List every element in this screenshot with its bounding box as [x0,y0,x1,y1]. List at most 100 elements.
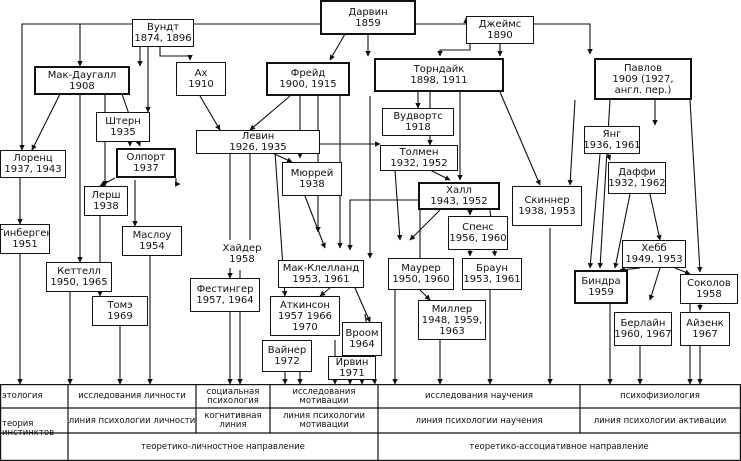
node-hebb: Хебб 1949, 1953 [622,240,686,268]
band-personality: исследования личности [78,391,186,401]
node-cattell-years: 1950, 1965 [50,277,108,288]
node-sokolov-years: 1958 [696,289,722,300]
node-pavlov-name: Павлов [624,62,662,74]
node-stern-name: Штерн [105,116,141,127]
node-tinbergen: Тинберген 1951 [0,224,50,254]
node-bindra: Биндра 1959 [574,270,628,304]
node-thorndike-name: Торндайк [413,64,465,75]
band-learning: исследования научения [425,391,533,401]
node-berlyne-years: 1960, 1967 [614,329,672,340]
node-miller-years2: 1963 [439,325,465,337]
node-mcdougall: Мак-Даугалл 1908 [34,66,130,95]
node-berlyne-name: Берлайн [620,318,666,329]
node-berlyne: Берлайн 1960, 1967 [614,312,672,346]
node-allport-name: Олпорт [126,152,166,163]
node-tinbergen-years: 1951 [12,239,38,250]
node-duffy-years: 1932, 1962 [608,178,666,189]
node-james-name: Джеймс [478,19,522,30]
node-hull-name: Халл [446,185,472,196]
node-duffy: Даффи 1932, 1962 [608,162,666,194]
node-irwin-years: 1971 [339,368,365,379]
node-pavlov-years: 1909 (1927, [612,73,674,85]
node-lorenz-years: 1937, 1943 [4,164,62,175]
band-personality-line: линия психологии личности [68,415,196,426]
node-freud-name: Фрейд [290,68,326,79]
node-irwin: Ирвин 1971 [328,356,376,380]
node-allport: Олпорт 1937 [116,148,176,178]
node-weiner-years: 1972 [274,356,300,367]
node-lorenz-name: Лоренц [13,153,53,164]
node-woodworth-name: Вудвортс [393,111,443,122]
node-allport-years: 1937 [133,163,159,174]
node-darwin-name: Дарвин [348,6,388,18]
node-hull: Халл 1943, 1952 [418,182,500,210]
node-heider-years: 1958 [229,254,255,265]
node-atkinson-years: 1957 1966 [277,310,333,322]
node-irwin-name: Ирвин [335,357,369,368]
node-tolman: Толмен 1932, 1952 [380,145,458,171]
node-weiner-name: Вайнер [267,345,307,356]
node-lersh: Лерш 1938 [84,186,128,216]
node-tolman-years: 1932, 1952 [390,158,448,169]
node-pavlov: Павлов 1909 (1927, англ. пер.) [594,58,692,100]
node-tolman-name: Толмен [399,147,439,158]
node-brown-name: Браун [476,263,508,274]
node-lersh-name: Лерш [91,190,121,201]
node-spence: Спенс 1956, 1960 [448,216,508,250]
node-atkinson: Аткинсон 1957 1966 1970 [270,296,340,336]
node-woodworth-years: 1918 [405,122,431,133]
node-thorndike-years: 1898, 1911 [410,75,468,86]
node-toman: Томэ 1969 [92,296,148,326]
band-motivation-line: линия психологии мотивации [283,411,365,430]
node-darwin: Дарвин 1859 [320,0,416,35]
node-thorndike: Торндайк 1898, 1911 [374,58,504,92]
node-heider: Хайдер 1958 [220,240,264,268]
node-weiner: Вайнер 1972 [262,340,312,372]
node-cattell: Кеттелл 1950, 1965 [46,262,112,292]
node-mowrer: Маурер 1950, 1960 [388,258,454,290]
band-theoretic-personal: теоретико-личностное направление [141,441,305,452]
node-stern-years: 1935 [110,127,136,138]
node-lewin: Левин 1926, 1935 [196,130,320,154]
node-spence-years: 1956, 1960 [449,233,507,244]
node-mcdougall-years: 1908 [69,80,95,92]
node-mcclelland-years: 1953, 1961 [292,274,350,285]
node-woodworth: Вудвортс 1918 [382,108,454,136]
node-mowrer-name: Маурер [401,263,441,274]
node-mowrer-years: 1950, 1960 [392,274,450,285]
node-lewin-years: 1926, 1935 [229,142,287,153]
node-heider-name: Хайдер [222,243,262,254]
node-james: Джеймс 1890 [466,16,534,44]
node-lersh-years: 1938 [93,201,119,212]
node-wundt: Вундт 1874, 1896 [132,19,194,47]
node-lewin-name: Левин [241,131,275,142]
node-skinner: Скиннер 1938, 1953 [512,186,582,226]
node-darwin-years: 1859 [355,17,381,29]
node-eysenck-years: 1967 [692,329,718,340]
node-atkinson-years2: 1970 [292,321,318,333]
node-miller-name: Миллер [431,303,473,315]
node-duffy-name: Даффи [618,167,656,178]
band-learning-line: линия психологии научения [415,415,543,426]
node-vroom-years: 1964 [349,339,375,350]
node-tinbergen-name: Тинберген [1,228,50,239]
node-vroom-name: Вроом [345,328,379,339]
node-pavlov-years2: англ. пер.) [614,84,672,96]
node-festinger-years: 1957, 1964 [196,295,254,306]
node-mcclelland: Мак-Клелланд 1953, 1961 [278,260,364,288]
node-hebb-name: Хебб [641,243,667,254]
node-lorenz: Лоренц 1937, 1943 [0,150,66,178]
node-maslow: Маслоу 1954 [122,226,182,256]
node-vroom: Вроом 1964 [342,322,382,356]
node-atkinson-name: Аткинсон [280,299,330,311]
node-wundt-name: Вундт [146,22,180,33]
node-hull-years: 1943, 1952 [430,196,488,207]
node-eysenck: Айзенк 1967 [680,312,730,346]
node-james-years: 1890 [487,30,513,41]
band-ethology: этология [2,391,43,401]
node-freud: Фрейд 1900, 1915 [266,62,350,96]
node-sokolov: Соколов 1958 [680,274,738,304]
node-wundt-years: 1874, 1896 [134,33,192,44]
node-festinger-name: Фестингер [196,284,254,295]
